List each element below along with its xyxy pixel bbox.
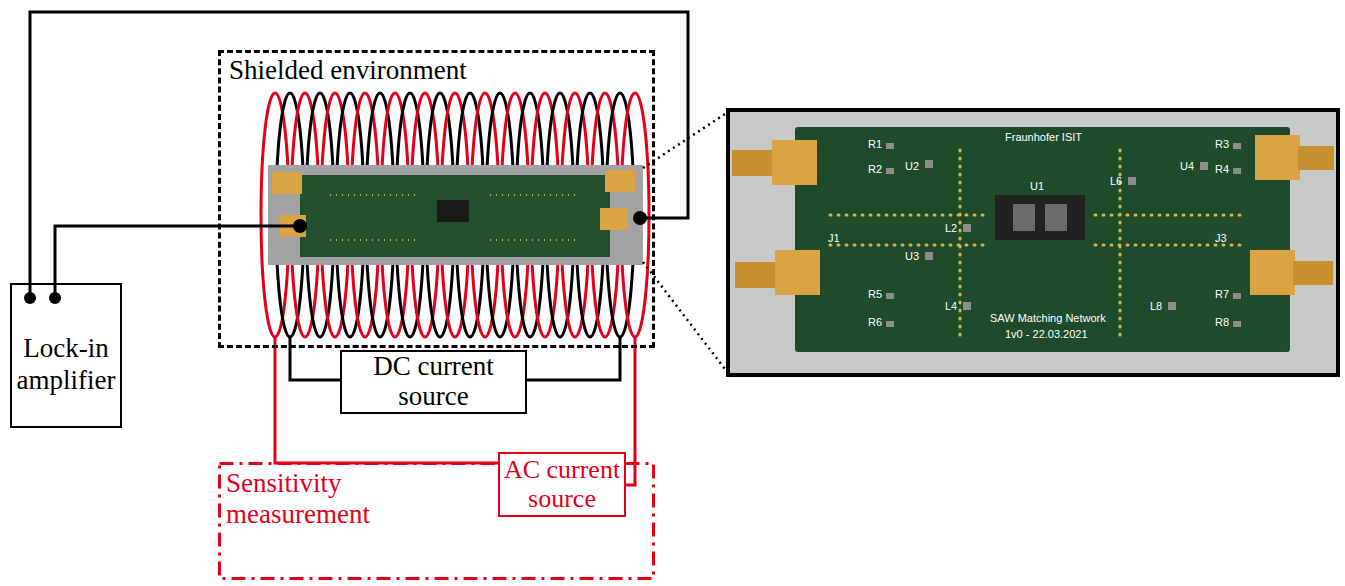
- sma-thread: [1293, 261, 1333, 285]
- sma-thread: [1298, 146, 1334, 170]
- sma-connector: [272, 172, 302, 194]
- pcb-silkscreen: U1: [1030, 180, 1044, 192]
- zoom-frame: [728, 110, 1338, 375]
- pcb-silkscreen: R6: [868, 316, 882, 328]
- pcb-silkscreen: 1v0 - 22.03.2021: [1005, 328, 1088, 340]
- signal-wire: [55, 226, 300, 298]
- dc-wire: [290, 337, 340, 380]
- pcb-silkscreen: L8: [1150, 300, 1162, 312]
- node-label: Lock-in amplifier: [12, 333, 120, 395]
- pcb-silkscreen: U3: [905, 250, 919, 262]
- pcb-silkscreen: L2: [945, 222, 957, 234]
- node-label: Shielded environment: [229, 55, 644, 86]
- sma-thread: [735, 262, 777, 288]
- sma-connector: [605, 170, 635, 192]
- saw-chip: [437, 200, 469, 222]
- zoom-leader: [643, 262, 728, 373]
- sma-connector: [1250, 250, 1295, 295]
- dc-wire: [527, 337, 620, 380]
- pcb-silkscreen: U4: [1180, 160, 1194, 172]
- sma-connector: [775, 250, 820, 295]
- sma-connector: [600, 208, 628, 230]
- terminal-dot: [633, 211, 647, 225]
- node-label: DC current source: [342, 352, 525, 411]
- sma-connector: [1255, 135, 1300, 180]
- pcb-silkscreen: J1: [828, 232, 840, 244]
- saw-die: [1045, 204, 1067, 231]
- pcb-silkscreen: R3: [1215, 138, 1229, 150]
- source-box: AC current source: [498, 452, 626, 517]
- pcb-silkscreen: R2: [868, 163, 882, 175]
- measurement-region: Sensitivity measurementAC current source: [218, 462, 655, 580]
- shield-region: Shielded environment: [218, 50, 655, 348]
- zoom-leader: [643, 112, 728, 168]
- pcb-board: [300, 175, 610, 257]
- pcb-silkscreen: J3: [1215, 232, 1227, 244]
- terminal-dot: [49, 292, 61, 304]
- source-box: DC current source: [340, 350, 527, 414]
- terminal-dot: [293, 219, 307, 233]
- instrument-box: Lock-in amplifier: [10, 283, 122, 428]
- pcb-silkscreen: U2: [905, 160, 919, 172]
- vias: [830, 150, 1240, 340]
- node-label: AC current source: [502, 456, 622, 513]
- saw-die: [1013, 204, 1035, 231]
- terminal-dot: [24, 292, 36, 304]
- pcb-board: [795, 127, 1290, 352]
- pcb-photo: [268, 165, 643, 265]
- pcb-silkscreen: R5: [868, 288, 882, 300]
- coil: [261, 93, 649, 337]
- sma-thread: [732, 150, 774, 176]
- smd-pads: [886, 143, 1241, 327]
- pcb-silkscreen: R4: [1215, 163, 1229, 175]
- pcb-silkscreen: L6: [1110, 175, 1122, 187]
- pcb-silkscreen: L4: [945, 300, 957, 312]
- pcb-silkscreen: R1: [868, 138, 882, 150]
- signal-wire: [30, 12, 688, 298]
- saw-chip: [995, 195, 1085, 240]
- pcb-silkscreen: Fraunhofer ISIT: [1005, 131, 1082, 143]
- pcb-silkscreen: R7: [1215, 288, 1229, 300]
- pcb-silkscreen: SAW Matching Network: [990, 312, 1106, 324]
- node-label: Sensitivity measurement: [226, 468, 396, 530]
- pcb-silkscreen: R8: [1215, 316, 1229, 328]
- sma-connector: [772, 140, 817, 185]
- vias: [330, 195, 580, 240]
